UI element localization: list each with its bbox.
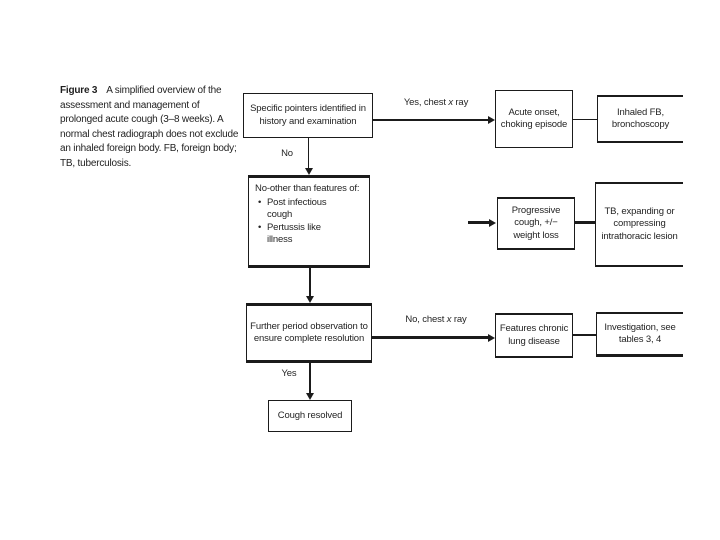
node-cough-resolved-text: Cough resolved (277, 409, 343, 421)
node-features-chronic-text: Features chronic lung disease (499, 323, 569, 347)
edge-line-features-to-investigation (573, 333, 596, 336)
node-progressive-cough: Progressive cough, +/− weight loss (497, 197, 575, 250)
node-no-other-features-title: No-other than features of: (255, 183, 360, 194)
edge-label-yes: Yes (274, 368, 304, 379)
edge-line-yes (309, 363, 311, 394)
node-inhaled-fb-text: Inhaled FB, bronchoscopy (611, 106, 670, 130)
edge-line-acute-to-inhaled (573, 118, 597, 120)
node-investigation-text: Investigation, see tables 3, 4 (604, 321, 676, 345)
node-specific-pointers-text: Specific pointers identified in history … (250, 103, 366, 127)
edge-line-no-chest-xray (372, 336, 488, 339)
node-features-chronic: Features chronic lung disease (495, 313, 573, 358)
edge-label-text: Yes (281, 368, 297, 379)
node-inhaled-fb: Inhaled FB, bronchoscopy (597, 95, 683, 143)
arrowhead-right-icon (489, 218, 496, 227)
figure-caption-text: A simplified overview of the assessment … (60, 85, 239, 169)
figure-caption-label: Figure 3 (60, 85, 98, 96)
edge-line-noother-to-further (309, 268, 311, 298)
edge-label-italic-x: x (446, 314, 452, 325)
edge-label-text: ray (455, 97, 469, 108)
node-tb-lesion: TB, expanding or compressing intrathorac… (595, 182, 683, 267)
arrowhead-down-icon (306, 296, 314, 303)
edge-label-text: ray (453, 314, 467, 325)
edge-line-no (307, 138, 309, 170)
node-acute-onset: Acute onset, choking episode (495, 90, 573, 148)
edge-label-yes-chest-xray: Yes, chest x ray (380, 97, 492, 108)
arrowhead-down-icon (304, 168, 313, 175)
bullet-item: • Post infectious cough (255, 197, 339, 222)
edge-label-text: Yes, chest (403, 97, 446, 108)
arrowhead-down-icon (306, 393, 314, 400)
arrowhead-right-icon (488, 116, 495, 124)
node-progressive-cough-text: Progressive cough, +/− weight loss (511, 205, 561, 241)
node-acute-onset-text: Acute onset, choking episode (500, 106, 568, 130)
edge-line-yes-chest-xray (373, 119, 489, 121)
node-further-observation: Further period observation to ensure com… (246, 303, 372, 363)
node-investigation: Investigation, see tables 3, 4 (596, 312, 683, 357)
node-cough-resolved: Cough resolved (268, 400, 352, 432)
edge-label-text: No, chest (405, 314, 445, 325)
bullet-text: Pertussis like illness (267, 221, 321, 246)
node-specific-pointers: Specific pointers identified in history … (243, 93, 373, 138)
edge-label-no-chest-xray: No, chest x ray (380, 314, 492, 325)
node-tb-lesion-text: TB, expanding or compressing intrathorac… (601, 206, 678, 242)
bullet-icon: • (258, 221, 262, 233)
edge-line-to-progressive (468, 221, 490, 224)
arrowhead-right-icon (488, 333, 495, 342)
edge-label-text: No (281, 148, 293, 159)
edge-line-progressive-to-tb (575, 221, 595, 224)
edge-label-italic-x: x (448, 97, 453, 108)
edge-label-no: No (272, 148, 302, 159)
node-no-other-features: No-other than features of: • Post infect… (248, 175, 370, 268)
bullet-text: Post infectious cough (267, 196, 327, 221)
node-further-observation-text: Further period observation to ensure com… (250, 320, 368, 344)
bullet-icon: • (258, 196, 262, 208)
node-no-other-features-bullets: • Post infectious cough • Pertussis like… (255, 196, 339, 246)
bullet-item: • Pertussis like illness (255, 222, 339, 247)
